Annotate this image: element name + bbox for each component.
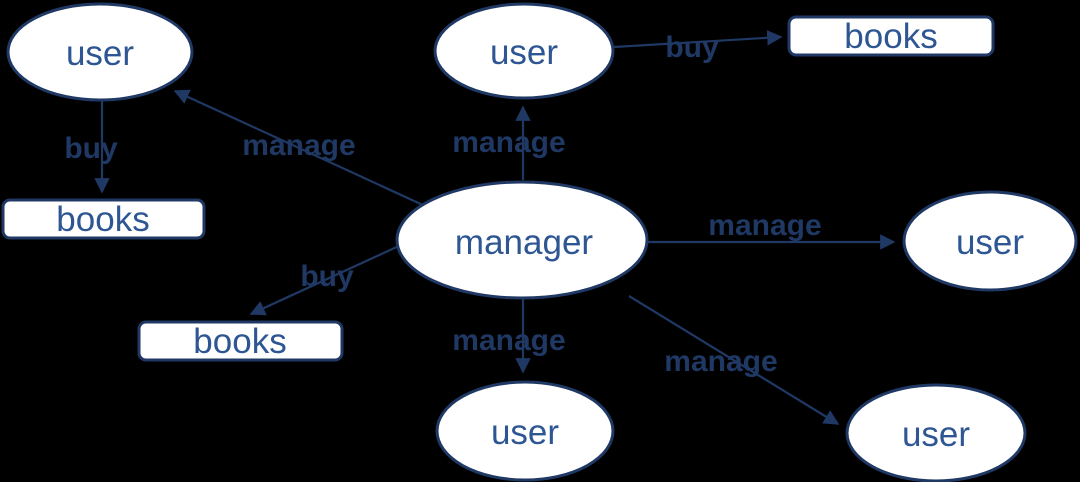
node-label: user	[956, 223, 1024, 262]
node-label: user	[66, 34, 134, 73]
edge-label: manage	[452, 324, 565, 357]
edge-buy-user-tm-to-books-tr	[613, 30, 783, 49]
node-books-middle-left: books	[1, 198, 206, 240]
node-label: books	[844, 17, 937, 56]
node-label: books	[56, 200, 149, 239]
node-label: manager	[455, 223, 593, 262]
user-bottom-center-ellipse	[435, 380, 615, 482]
node-books-top-right: books	[787, 15, 995, 57]
edge-label: buy	[64, 132, 118, 165]
edge-label-layer: buy manage manage buy manage buy manage …	[64, 31, 821, 378]
edge-buy-manager-to-books-bl	[249, 244, 402, 316]
user-bottom-right-ellipse	[845, 383, 1027, 482]
edge-label: manage	[708, 209, 821, 242]
edge-manage-manager-to-user-tl	[173, 89, 426, 207]
edge-label: buy	[665, 31, 719, 64]
node-label: user	[490, 33, 558, 72]
node-user-top-middle: user	[433, 2, 615, 100]
node-label: user	[902, 415, 970, 454]
books-middle-left-rect	[1, 198, 206, 240]
manager-ellipse	[395, 180, 649, 300]
node-label: user	[491, 413, 559, 452]
books-top-right-rect	[787, 15, 995, 57]
edge-label: manage	[664, 345, 777, 378]
node-books-bottom-left: books	[137, 320, 344, 362]
node-manager: manager	[395, 180, 649, 300]
user-middle-right-ellipse	[902, 190, 1078, 292]
edge-manage-manager-to-user-br	[628, 295, 840, 425]
edge-layer	[94, 30, 896, 425]
books-bottom-left-rect	[137, 320, 344, 362]
user-top-middle-ellipse	[433, 2, 615, 100]
node-label: books	[193, 322, 286, 361]
edge-label: manage	[452, 126, 565, 159]
edge-label: manage	[242, 129, 355, 162]
node-user-bottom-right: user	[845, 383, 1027, 482]
edge-label: buy	[300, 260, 354, 293]
node-user-top-left: user	[6, 2, 194, 102]
user-top-left-ellipse	[6, 2, 194, 102]
node-user-middle-right: user	[902, 190, 1078, 292]
node-user-bottom-center: user	[435, 380, 615, 482]
